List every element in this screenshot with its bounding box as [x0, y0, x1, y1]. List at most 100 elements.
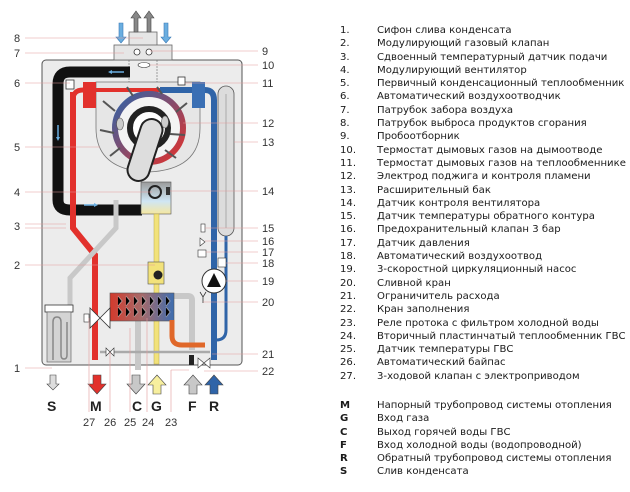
legend-item: 24.Вторичный пластинчатый теплообменник …: [340, 330, 630, 343]
sampling-port-icon-2: [145, 48, 153, 56]
legend-item-number: 7.: [340, 104, 350, 116]
connection-legend-item: F Вход холодной воды (водопроводной): [340, 439, 630, 452]
gas-valve-coil: [153, 270, 163, 280]
legend-item: 3. Сдвоенный температурный датчик подачи: [340, 51, 630, 64]
legend-item-text: Автоматический воздухоотвод: [377, 251, 543, 263]
connection-arrows: [46, 374, 224, 395]
legend-item-text: Термостат дымовых газов на дымоотводе: [377, 144, 603, 156]
leader-lines: [25, 37, 258, 412]
plate-hx-chevrons: [117, 295, 171, 318]
arrow-g: [147, 374, 167, 395]
legend-item-number: 10.: [340, 144, 357, 156]
legend-item-number: 2.: [340, 38, 350, 50]
legend-item-text: Патрубок выброса продуктов сгорания: [377, 118, 587, 130]
legend-item-number: 14.: [340, 197, 357, 209]
callouts-right: 9 10 11 12 13 14 15 16 17 18 19 20 21 22: [262, 46, 274, 378]
connection-label-f: F: [188, 398, 197, 414]
connection-description: Обратный трубопровод системы отопления: [377, 453, 612, 465]
three-way-valve-actuator: [83, 313, 90, 323]
connection-description: Вход холодной воды (водопроводной): [377, 439, 582, 451]
dhw-cold-crossover: [67, 200, 119, 305]
legend-item: 7.Патрубок забора воздуха: [340, 104, 630, 117]
callout-15: 15: [262, 223, 274, 235]
callout-19: 19: [262, 276, 274, 288]
legend-item: 25. Датчик температуры ГВС: [340, 343, 630, 356]
connection-key: G: [340, 413, 349, 425]
legend-item-text: Предохранительный клапан 3 бар: [377, 224, 561, 236]
legend-item-text: Электрод поджига и контроля пламени: [377, 171, 591, 183]
legend-item-number: 8.: [340, 118, 350, 130]
callouts-bottom: 27 26 25 24 23: [83, 417, 177, 429]
connection-key: F: [340, 439, 347, 451]
callout-4: 4: [14, 187, 20, 199]
legend-item-number: 11.: [340, 157, 357, 169]
connection-key: S: [340, 466, 348, 478]
legend-item-number: 25.: [340, 344, 357, 356]
legend-item-number: 4.: [340, 64, 350, 76]
legend-item: 15.Датчик температуры обратного контура: [340, 210, 630, 223]
legend-item-text: Реле протока с фильтром холодной воды: [377, 317, 599, 329]
callout-8: 8: [14, 33, 20, 45]
callout-7: 7: [14, 48, 20, 60]
callout-23: 23: [165, 417, 177, 429]
legend-item-number: 21.: [340, 290, 357, 302]
legend-item: 4.Модулирующий вентилятор: [340, 64, 630, 77]
legend-item-text: Автоматический воздухоотводчик: [377, 91, 561, 103]
arrow-c: [126, 374, 146, 395]
return-manifold: [192, 82, 205, 108]
burner: [126, 118, 164, 182]
air-flow-arrowhead: [108, 70, 112, 74]
callout-27: 27: [83, 417, 95, 429]
connection-label-c: C: [132, 398, 142, 414]
legend-item: 14.Датчик контроля вентилятора: [340, 197, 630, 210]
auto-air-vent: [217, 257, 227, 268]
legend-item-text: Ограничитель расхода: [377, 290, 500, 302]
legend-item: 19. 3-скоростной циркуляционный насос: [340, 263, 630, 276]
fan-sensor: [166, 187, 170, 195]
legend-item-number: 9.: [340, 131, 350, 143]
flow-switch: [189, 355, 194, 365]
legend-item-number: 19.: [340, 264, 357, 276]
legend-item-text: Датчик температуры обратного контура: [377, 211, 595, 223]
connection-label-r: R: [209, 398, 219, 414]
legend-item: 9. Пробоотборник: [340, 130, 630, 143]
connection-legend-item: R Обратный трубопровод системы отопления: [340, 452, 630, 465]
connection-label-s: S: [47, 398, 56, 414]
legend-item-text: Датчик давления: [377, 237, 470, 249]
return-pipe: [160, 87, 217, 360]
legend-item: 10. Термостат дымовых газов на дымоотводе: [340, 144, 630, 157]
callout-1: 1: [14, 363, 20, 375]
flue-thermostat-exchanger: [177, 76, 186, 86]
legend-item: 2. Модулирующий газовый клапан: [340, 37, 630, 50]
ignition-electrode: [116, 117, 124, 131]
legend-item: 12.Электрод поджига и контроля пламени: [340, 170, 630, 183]
air-vent-auto: [65, 79, 75, 90]
air-flow-arrowhead-right: [94, 203, 98, 207]
legend-item: 17.Датчик давления: [340, 237, 630, 250]
flow-manifold: [83, 82, 96, 108]
legend-item: 8. Патрубок выброса продуктов сгорания: [340, 117, 630, 130]
legend-item-text: 3-скоростной циркуляционный насос: [377, 264, 577, 276]
callout-20: 20: [262, 297, 274, 309]
expansion-vessel-pipe: [215, 236, 228, 342]
arrow-f: [183, 374, 203, 395]
legend-item-number: 27.: [340, 370, 357, 382]
legend-item-text: Датчик температуры ГВС: [377, 344, 514, 356]
legend-item-number: 3.: [340, 51, 350, 63]
legend-item-text: Расширительный бак: [377, 184, 491, 196]
legend-item-number: 22.: [340, 304, 357, 316]
legend-item-text: Термостат дымовых газов на теплообменник…: [377, 157, 626, 169]
legend-item-text: Пробоотборник: [377, 131, 460, 143]
heat-exchanger-fins: [99, 86, 188, 159]
legend-item-number: 24.: [340, 330, 357, 342]
legend-item: 21. Ограничитель расхода: [340, 290, 630, 303]
legend-item-text: Сдвоенный температурный датчик подачи: [377, 51, 608, 63]
legend-item-number: 1.: [340, 25, 350, 36]
legend-item: 26.Автоматический байпас: [340, 356, 630, 369]
legend-item-text: Автоматический байпас: [377, 357, 506, 369]
connection-key: R: [340, 453, 348, 465]
safety-valve: [199, 237, 206, 247]
legend-item: 22.Кран заполнения: [340, 303, 630, 316]
legend-item-text: Модулирующий газовый клапан: [377, 38, 550, 50]
